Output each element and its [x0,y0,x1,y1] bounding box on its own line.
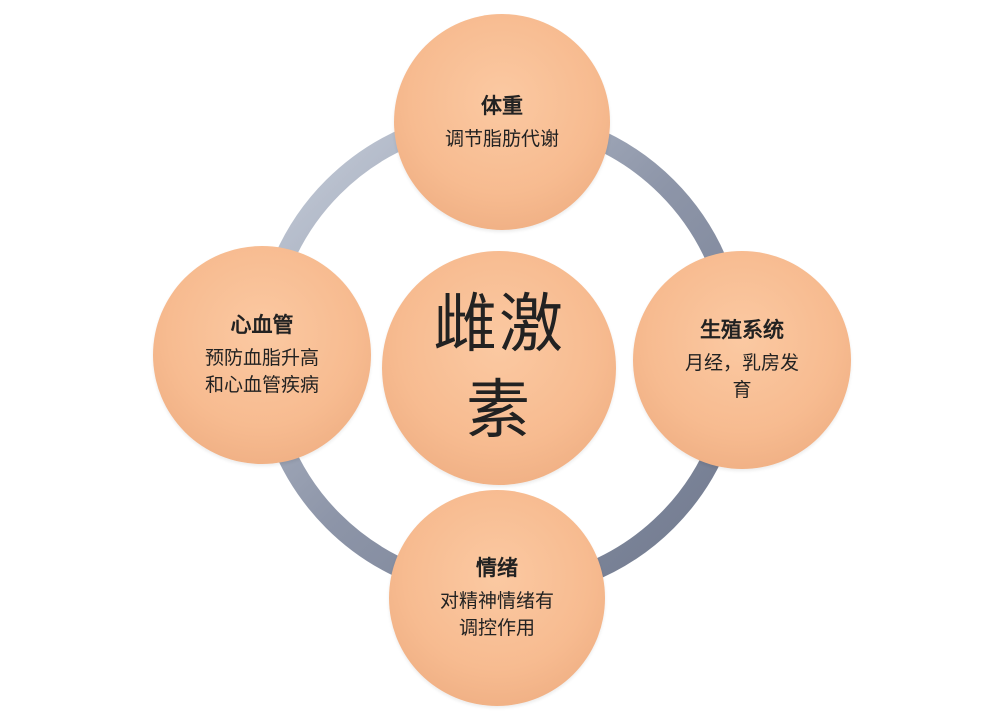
node-emotion-desc-line1: 对精神情绪有 [439,590,554,612]
node-reproductive-desc-line1: 月经，乳房发 [684,352,799,374]
node-weight-title: 体重 [481,93,523,118]
center-title-line1: 雌激 [433,288,565,362]
node-cardiovascular-desc-line2: 和心血管疾病 [204,374,319,396]
node-cardiovascular-desc-line1: 预防血脂升高 [204,347,319,369]
center-title-line2: 素 [466,374,532,448]
node-emotion: 情绪 对精神情绪有 调控作用 [389,490,605,706]
node-reproductive-desc-line2: 育 [732,379,752,401]
node-weight-desc: 调节脂肪代谢 [444,127,559,150]
node-emotion-title: 情绪 [476,556,518,580]
node-reproductive: 生殖系统 月经，乳房发 育 [633,251,851,469]
node-cardiovascular: 心血管 预防血脂升高 和心血管疾病 [153,246,371,464]
node-weight: 体重 调节脂肪代谢 [394,14,610,230]
node-emotion-desc-line2: 调控作用 [458,617,535,639]
center-node-estrogen: 雌激 素 [382,251,616,485]
node-reproductive-title: 生殖系统 [700,318,784,342]
node-cardiovascular-title: 心血管 [230,313,294,337]
